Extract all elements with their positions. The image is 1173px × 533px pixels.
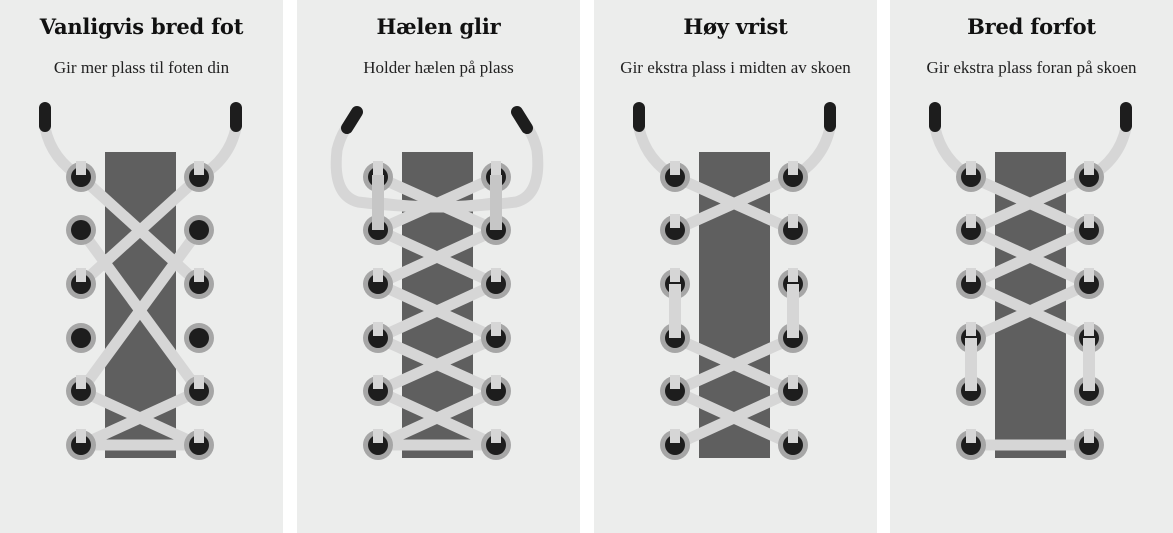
lace-through-eyelet bbox=[788, 268, 798, 282]
lace-through-eyelet bbox=[194, 268, 204, 282]
lace-through-eyelet bbox=[491, 268, 501, 282]
lace-through-eyelet bbox=[966, 429, 976, 443]
lace-through-eyelet bbox=[788, 214, 798, 228]
lace-through-eyelet bbox=[966, 161, 976, 175]
lacing-diagram-wide-foot bbox=[39, 102, 242, 460]
panel-high-instep: Høy vrist Gir ekstra plass i midten av s… bbox=[594, 0, 877, 533]
lace-segment bbox=[672, 332, 796, 397]
lace-through-eyelet bbox=[76, 429, 86, 443]
lace-segment bbox=[968, 278, 1092, 344]
panel-subtitle: Gir ekstra plass i midten av skoen bbox=[620, 58, 851, 77]
lace-segment bbox=[373, 117, 544, 213]
lace-through-eyelet bbox=[76, 268, 86, 282]
lace-segment bbox=[375, 278, 499, 344]
lace-through-eyelet bbox=[966, 268, 976, 282]
eyelet-hole bbox=[71, 220, 91, 240]
lock-loop bbox=[372, 175, 384, 230]
lace-through-eyelet bbox=[788, 161, 798, 175]
lace-through-eyelet bbox=[76, 161, 86, 175]
lace-through-eyelet bbox=[788, 375, 798, 389]
panel-subtitle: Gir mer plass til foten din bbox=[53, 58, 230, 77]
lace-segment bbox=[78, 385, 202, 451]
lace-through-eyelet bbox=[373, 322, 383, 336]
lace-segment bbox=[1083, 338, 1095, 391]
lace-through-eyelet bbox=[76, 375, 86, 389]
lock-loop bbox=[490, 175, 502, 230]
lace-through-eyelet bbox=[670, 161, 680, 175]
lace-through-eyelet bbox=[491, 161, 501, 175]
lace-segment bbox=[672, 385, 796, 451]
lace-segment bbox=[672, 171, 796, 236]
aglet bbox=[511, 106, 533, 134]
lace-through-eyelet bbox=[1084, 429, 1094, 443]
lace-segment bbox=[787, 284, 799, 338]
lace-segment bbox=[76, 226, 204, 395]
lacing-diagram-wide-forefoot bbox=[929, 102, 1132, 460]
lacing-diagram-high-instep bbox=[633, 102, 836, 460]
lace-through-eyelet bbox=[966, 322, 976, 336]
lace-through-eyelet bbox=[670, 429, 680, 443]
eyelet-hole bbox=[71, 328, 91, 348]
panel-subtitle: Holder hælen på plass bbox=[363, 58, 514, 77]
lace-through-eyelet bbox=[1084, 214, 1094, 228]
lace-through-eyelet bbox=[194, 161, 204, 175]
lace-through-eyelet bbox=[1084, 161, 1094, 175]
lace-segment bbox=[968, 171, 1092, 236]
lace-through-eyelet bbox=[788, 429, 798, 443]
lace-segment bbox=[965, 338, 977, 391]
lace-segment bbox=[968, 224, 1092, 290]
lacing-diagram-heel-slip bbox=[330, 106, 544, 460]
lace-through-eyelet bbox=[373, 429, 383, 443]
lace-through-eyelet bbox=[491, 322, 501, 336]
panel-title: Hælen glir bbox=[376, 14, 501, 39]
lace-through-eyelet bbox=[670, 268, 680, 282]
panel-wide-foot: Vanligvis bred fot Gir mer plass til fot… bbox=[0, 0, 283, 533]
lace-segment bbox=[77, 172, 203, 289]
lace-through-eyelet bbox=[491, 375, 501, 389]
lace-through-eyelet bbox=[1084, 322, 1094, 336]
panel-heel-slip: Hælen glir Holder hælen på plass bbox=[297, 0, 580, 533]
lace-through-eyelet bbox=[670, 214, 680, 228]
lace-through-eyelet bbox=[373, 268, 383, 282]
lace-through-eyelet bbox=[194, 375, 204, 389]
lace-through-eyelet bbox=[373, 375, 383, 389]
panel-title: Bred forfot bbox=[967, 14, 1096, 39]
lace-segment bbox=[375, 385, 499, 451]
lace-segment bbox=[375, 332, 499, 397]
panel-subtitle: Gir ekstra plass foran på skoen bbox=[926, 58, 1137, 77]
panel-wide-forefoot: Bred forfot Gir ekstra plass foran på sk… bbox=[890, 0, 1173, 533]
eyelet-hole bbox=[189, 220, 209, 240]
lace-through-eyelet bbox=[373, 161, 383, 175]
lace-segment bbox=[375, 224, 499, 290]
lace-through-eyelet bbox=[966, 214, 976, 228]
lace-through-eyelet bbox=[491, 429, 501, 443]
lace-segment bbox=[669, 284, 681, 338]
lace-through-eyelet bbox=[194, 429, 204, 443]
panel-title: Høy vrist bbox=[683, 14, 788, 39]
aglet bbox=[341, 106, 363, 134]
lace-through-eyelet bbox=[670, 375, 680, 389]
panel-title: Vanligvis bred fot bbox=[39, 14, 244, 39]
lace-through-eyelet bbox=[1084, 268, 1094, 282]
eyelet-hole bbox=[189, 328, 209, 348]
